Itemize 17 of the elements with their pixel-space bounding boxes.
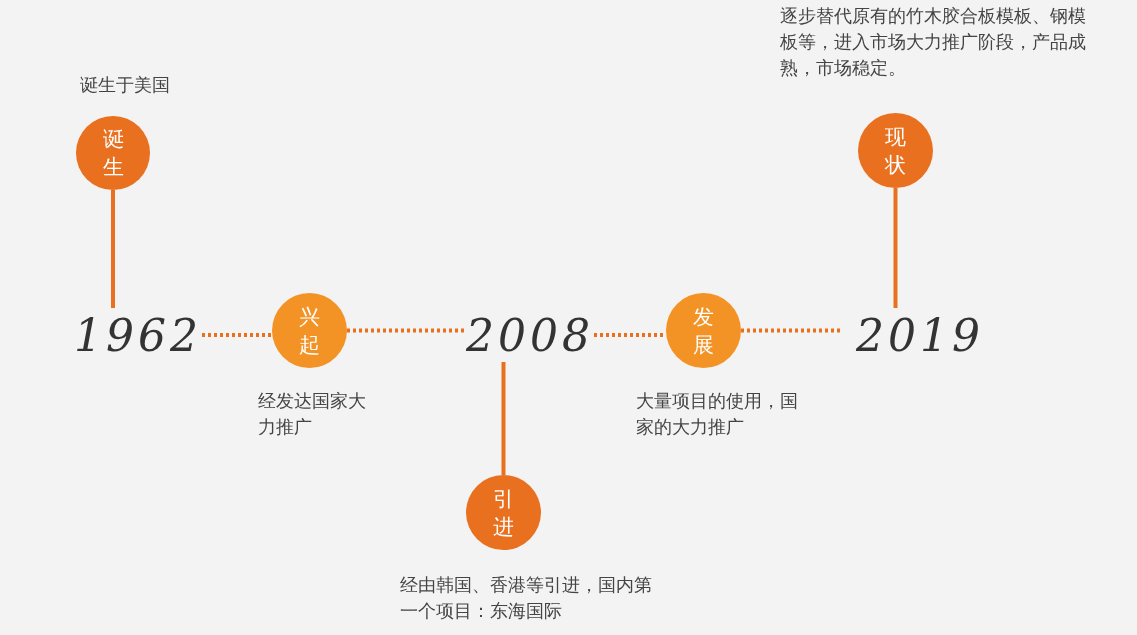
connector-line — [594, 333, 666, 337]
description-text: 经发达国家大力推广 — [258, 389, 367, 439]
year-label: 2008 — [466, 308, 594, 362]
description-text: 逐步替代原有的竹木胶合板模板、钢模板等，进入市场大力推广阶段，产品成熟，市场稳定。 — [780, 4, 1087, 80]
year-label: 2019 — [840, 308, 1000, 362]
connector-line — [202, 333, 272, 337]
node-label: 兴起 — [298, 303, 321, 359]
node-label: 诞生 — [101, 126, 125, 181]
connector-line — [741, 328, 840, 333]
year-label: 1962 — [74, 308, 202, 362]
connector-line — [347, 328, 466, 333]
description-text: 经由韩国、香港等引进，国内第一个项目：东海国际 — [400, 573, 653, 623]
description-text: 大量项目的使用，国家的大力推广 — [636, 389, 799, 439]
node-label: 发展 — [692, 303, 715, 359]
node-label: 引进 — [492, 485, 515, 541]
description-text: 诞生于美国 — [80, 73, 171, 97]
node-label: 现状 — [884, 123, 907, 179]
